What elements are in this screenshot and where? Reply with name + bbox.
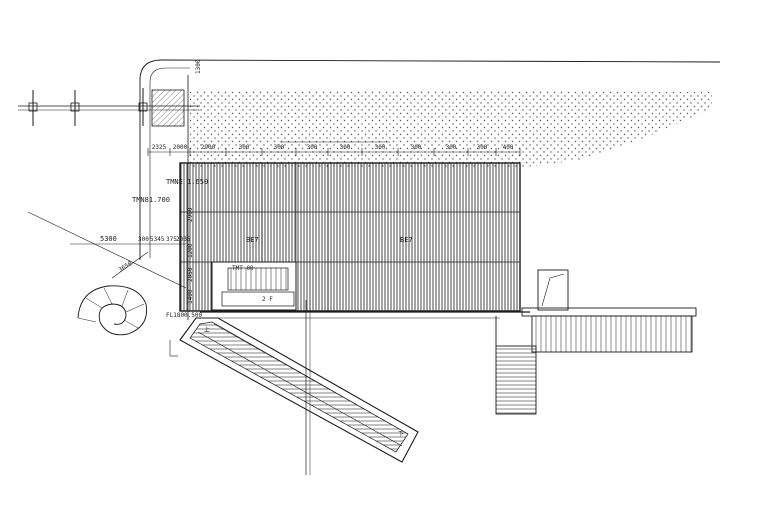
- top-dimension-value: 2900: [201, 144, 216, 151]
- nautilus-shell-sculpture: [77, 285, 148, 336]
- left-vertical-dimension: 2900: [187, 207, 194, 222]
- top-dimension-value: 300: [340, 144, 351, 151]
- escalator-top-label: 下: [398, 431, 404, 438]
- escalator-belt: [189, 321, 409, 453]
- stair-flight: [227, 267, 289, 291]
- side-dim-3: 1400: [187, 289, 194, 304]
- right-tower: [537, 269, 569, 311]
- escalator-bottom-label: 上: [204, 326, 210, 334]
- stair-tm-label: TMT 00: [232, 265, 254, 272]
- top-dimension-labels: 2325 2000 2900 300 300 300 300 300 300 300 300 400: [152, 144, 514, 151]
- bay-label-a: BE7: [246, 236, 259, 244]
- escalator-outer: [179, 317, 419, 463]
- right-walkway: [531, 315, 693, 353]
- column-marker-2: [70, 90, 80, 126]
- top-dimension-value: 300: [239, 144, 250, 151]
- top-dimension-value: 2000: [173, 144, 188, 151]
- column-marker-3: [138, 88, 148, 126]
- top-dimension-value: 300: [307, 144, 318, 151]
- top-dimension-label: 1300: [195, 59, 202, 74]
- site-boundary-line: [139, 59, 721, 260]
- column-marker-1: [28, 90, 38, 126]
- stair-note-label: 2 F: [262, 296, 273, 303]
- left-small-dim-2: 5345: [150, 236, 165, 243]
- top-dimension-value: 2325: [152, 144, 167, 151]
- right-stair: [495, 345, 537, 415]
- hatched-column-block: [151, 89, 185, 127]
- right-tower-detail: [541, 273, 565, 307]
- stair-landing: [221, 291, 295, 307]
- top-dimension-value: 300: [274, 144, 285, 151]
- site-boundary-inner-line: [149, 67, 190, 258]
- escalator-rail: [213, 323, 409, 435]
- right-deck: [521, 307, 697, 317]
- left-small-dim-4: 2035: [176, 236, 191, 243]
- escalator-centerline: [197, 331, 403, 447]
- left-diagonal-line: [27, 211, 187, 289]
- bay-label-b: BE7: [400, 236, 413, 244]
- dotted-terrain-area: [190, 90, 712, 168]
- top-dimension-value: 300: [477, 144, 488, 151]
- top-dimension-ticks: [147, 148, 521, 156]
- top-dimension-value: 400: [503, 144, 514, 151]
- side-dim-1: 1200: [187, 243, 194, 258]
- tm-left-label: TMN81.700: [132, 196, 170, 204]
- left-small-dim-3: 375: [166, 236, 177, 243]
- top-dimension-value: 300: [411, 144, 422, 151]
- left-long-dimension: 5300: [100, 235, 117, 243]
- top-dimension-value: 300: [375, 144, 386, 151]
- side-dim-2: 2050: [187, 267, 194, 282]
- top-dimension-value: 300: [446, 144, 457, 151]
- tm-top-label: TMNE 1.650: [166, 178, 208, 186]
- escalator: 上 下: [179, 317, 419, 463]
- left-diagonal-line-2: [111, 251, 149, 279]
- left-small-dim-1: 300: [138, 236, 149, 243]
- fl-label: FL1800.500: [166, 312, 203, 319]
